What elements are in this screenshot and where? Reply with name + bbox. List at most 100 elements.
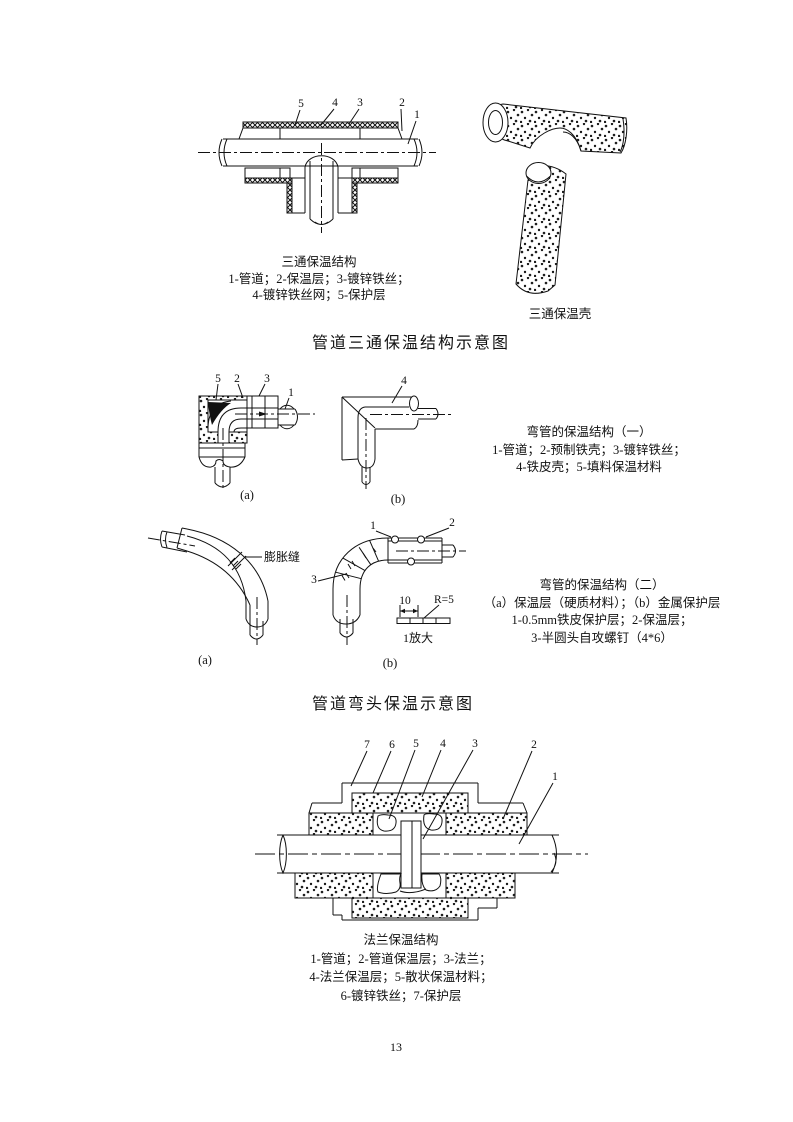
- elbow1a-callouts: 5 2 3 1: [215, 373, 294, 410]
- elbow-section-title: 管道弯头保温示意图: [311, 696, 474, 713]
- subfigure-b-label: (b): [391, 492, 406, 506]
- flange-label-4: 4: [440, 738, 446, 750]
- leader-lines: [350, 749, 554, 845]
- wire-band: [251, 396, 266, 428]
- flange-callouts: 7 6 5 4 3 2 1: [350, 738, 558, 845]
- elbow1-caption: 弯管的保温结构（一） 1-管道；2-预制铁壳；3-镀锌铁丝； 4-铁皮壳；5-填…: [466, 424, 712, 477]
- screw-head: [417, 535, 425, 544]
- detail-radius: R=5: [434, 594, 454, 606]
- shell-arm-outline: [247, 395, 279, 429]
- tube-end-cap: [409, 395, 419, 412]
- tee-shell-drawing: [482, 102, 628, 294]
- elbow2-diagram-b: 1 2 3 10 R=5 1放大 (b): [311, 517, 466, 670]
- protective-jacket-outline: [294, 782, 528, 921]
- tee-caption-line2: 4-镀锌铁丝网；5-保护层: [252, 288, 386, 302]
- branch-pipe: [309, 161, 334, 219]
- leader-line: [391, 385, 403, 404]
- shell-horizontal-half: [482, 102, 628, 154]
- tee-callouts: 5 4 3 2 1: [294, 97, 420, 145]
- screw-head: [407, 557, 415, 566]
- shell-caption-text: 三通保温壳: [528, 307, 592, 321]
- expansion-joint-band: 膨胀缝: [227, 549, 300, 571]
- bare-pipe-inlet: [147, 530, 196, 553]
- tee-section-title: 管道三通保温结构示意图: [311, 335, 510, 352]
- screw-head: [391, 535, 399, 544]
- flange-label-6: 6: [389, 739, 395, 751]
- flow-arrow: [259, 411, 267, 417]
- insulation-blocks: [294, 792, 528, 919]
- tee-label-5: 5: [298, 98, 304, 110]
- leader-lines: [294, 108, 417, 145]
- elbow2-label-3: 3: [311, 574, 317, 586]
- elbow1-caption-title: 弯管的保温结构（一）: [526, 425, 652, 439]
- segmented-bend: [332, 537, 389, 590]
- sheet-iron-tube: [357, 395, 419, 469]
- page-number: 13: [390, 1040, 402, 1054]
- pipe-stub-right: [235, 404, 315, 430]
- expansion-joint-label: 膨胀缝: [264, 549, 300, 564]
- tee-top-insulation: [238, 121, 403, 140]
- flange-caption-line1: 1-管道；2-管道保温层；3-法兰；: [310, 951, 492, 966]
- elbow1-caption-line1: 1-管道；2-预制铁壳；3-镀锌铁丝；: [492, 442, 686, 457]
- detail-zoom-caption: 1放大: [403, 630, 433, 645]
- tee-branch-outlet: [304, 143, 339, 233]
- elbow1-label-5: 5: [215, 373, 221, 385]
- elbow1-label-2: 2: [234, 373, 240, 385]
- tee-caption: 三通保温结构 1-管道；2-保温层；3-镀锌铁丝； 4-镀锌铁丝网；5-保护层: [197, 254, 441, 304]
- branch-dome: [304, 155, 339, 168]
- pipe-stubs: [361, 408, 454, 489]
- subfigure-a-label: (a): [240, 488, 254, 502]
- subfigure-b-label: (b): [383, 656, 398, 670]
- flange-label-7: 7: [364, 739, 370, 751]
- elbow2-diagram-a: 膨胀缝 (a): [147, 527, 300, 667]
- elbow1-caption-line2: 4-铁皮壳；5-填料保温材料: [516, 460, 662, 474]
- tee-lower-right-insulation: [338, 167, 399, 214]
- filler-insulation-wedge: [208, 402, 231, 425]
- elbow2-caption-title: 弯管的保温结构（二）: [539, 578, 665, 592]
- tee-label-2: 2: [399, 97, 405, 109]
- elbow2-caption: 弯管的保温结构（二） （a）保温层（硬质材料）；（b）金属保护层 1-0.5mm…: [468, 577, 736, 647]
- flange-caption-title: 法兰保温结构: [363, 933, 439, 947]
- tee-caption-title: 三通保温结构: [281, 255, 357, 269]
- enlarged-detail: 10 R=5 1放大: [396, 594, 454, 645]
- elbow2-label-1: 1: [370, 520, 376, 532]
- pipe-break-left: [279, 834, 287, 875]
- sheet-iron-shell-box: [341, 396, 413, 461]
- outlet-bottom: [245, 597, 269, 645]
- elbow1-label-4: 4: [401, 375, 407, 387]
- saddle-inner-edge: [562, 131, 582, 152]
- flange-label-5: 5: [413, 738, 419, 750]
- elbow-pipe: [217, 407, 278, 443]
- flange-caption-line2: 4-法兰保温层；5-散状保温材料；: [309, 970, 493, 984]
- elbow2-caption-line1: （a）保温层（硬质材料）；（b）金属保护层: [483, 595, 721, 610]
- elbow1-label-3: 3: [264, 373, 270, 385]
- tee-insulation-diagram: 5 4 3 2 1: [198, 97, 436, 233]
- tee-main-pipe: [198, 138, 436, 167]
- elbow1-diagram-b: 4 (b): [341, 375, 454, 506]
- elbow1b-callouts: 4: [391, 375, 407, 404]
- flange-caption: 法兰保温结构 1-管道；2-管道保温层；3-法兰； 4-法兰保温层；5-散状保温…: [269, 931, 533, 1005]
- hard-insulation-bend: [176, 527, 269, 606]
- elbow2-label-2: 2: [449, 517, 455, 529]
- flange-label-1: 1: [552, 771, 558, 783]
- shell-top-cap: [525, 162, 552, 184]
- subfigure-a-label: (a): [198, 653, 212, 667]
- shell-end-face: [176, 527, 188, 552]
- elbow2-caption-line3: 3-半圆头自攻螺钉（4*6）: [531, 630, 673, 645]
- tee-label-3: 3: [357, 97, 363, 109]
- shell-vertical-half: [515, 162, 567, 294]
- flange-label-3: 3: [472, 738, 478, 750]
- elbow1-diagram-a: 5 2 3 1 (a): [198, 373, 315, 502]
- protection-layer-crosshatch: [242, 121, 399, 129]
- elbow1-label-1: 1: [288, 387, 294, 399]
- leader-lines: [317, 527, 450, 582]
- flange-label-2: 2: [531, 739, 537, 751]
- shell-caption: 三通保温壳: [499, 306, 621, 323]
- outlet-bottom: [198, 428, 246, 490]
- metal-jacket-straight: [387, 535, 466, 566]
- flange-caption-line3: 6-镀锌铁丝；7-保护层: [340, 988, 462, 1003]
- tee-label-1: 1: [414, 109, 420, 121]
- loose-fill-insulation: [376, 813, 443, 894]
- flange-insulation-diagram: 7 6 5 4 3 2 1: [255, 738, 588, 921]
